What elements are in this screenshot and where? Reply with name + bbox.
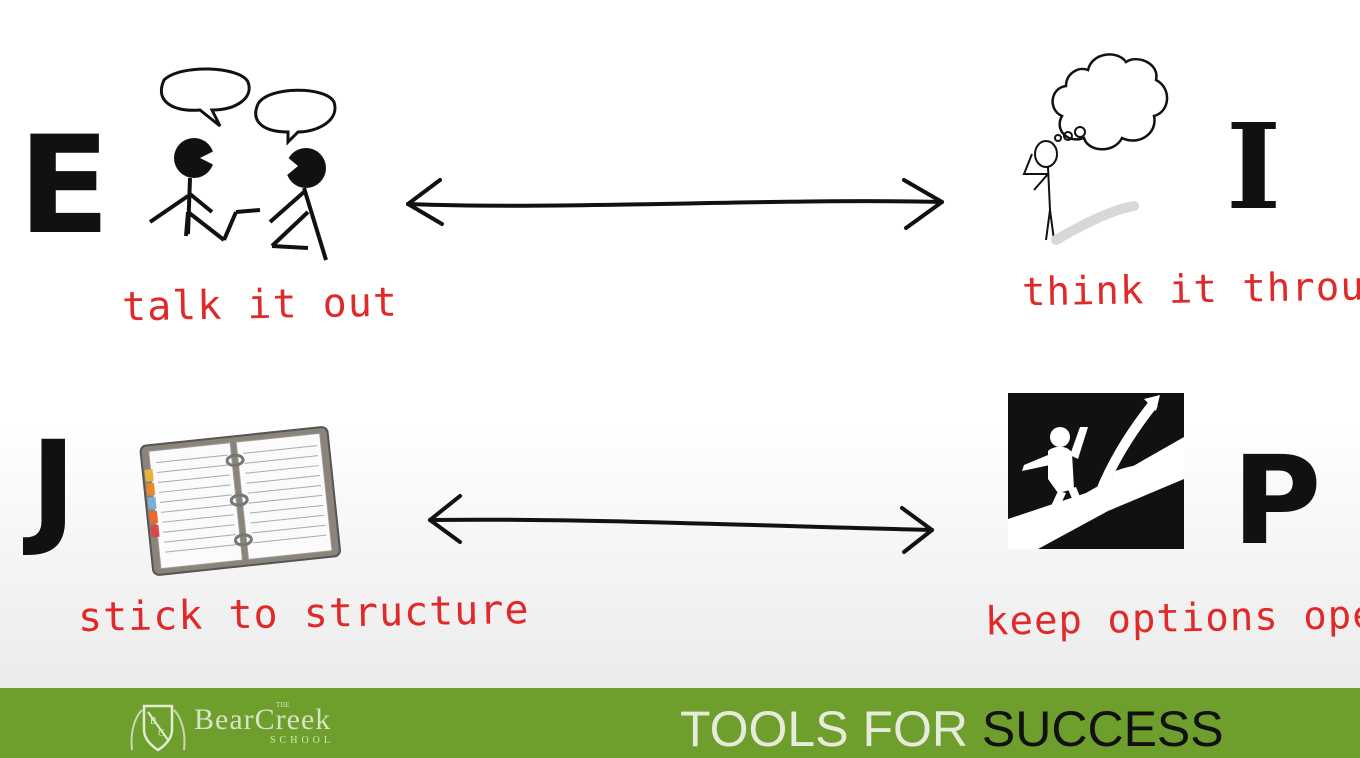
planner-notebook-icon	[139, 426, 341, 576]
double-arrow-ei-icon	[406, 178, 944, 230]
footer-title-tools-for: TOOLS FOR	[680, 701, 982, 757]
double-arrow-jp-icon	[428, 494, 934, 554]
footer-title-success: SUCCESS	[981, 701, 1224, 757]
letter-p: P	[1232, 430, 1322, 572]
school-crest-icon: B C	[130, 704, 186, 752]
logo-the-text: THE	[276, 701, 290, 709]
branching-paths-icon	[1008, 393, 1184, 549]
caption-stick-to-structure: stick to structure	[77, 587, 530, 641]
caption-talk-it-out: talk it out	[121, 279, 399, 331]
footer-bar	[0, 688, 1360, 758]
svg-text:C: C	[158, 728, 165, 739]
talking-people-icon	[148, 67, 337, 261]
svg-text:B: B	[150, 716, 157, 727]
letter-i: I	[1226, 97, 1282, 236]
footer-title: TOOLS FOR SUCCESS	[680, 704, 1224, 754]
letter-j: J	[30, 415, 77, 560]
caption-keep-options-open: keep options open	[984, 592, 1360, 645]
caption-think-it-through: think it through	[1021, 263, 1360, 316]
logo-school-label: SCHOOL	[270, 735, 335, 746]
letter-e: E	[18, 107, 111, 264]
thinking-person-icon	[1022, 53, 1169, 245]
logo-school-name: BearCreek	[194, 703, 332, 736]
